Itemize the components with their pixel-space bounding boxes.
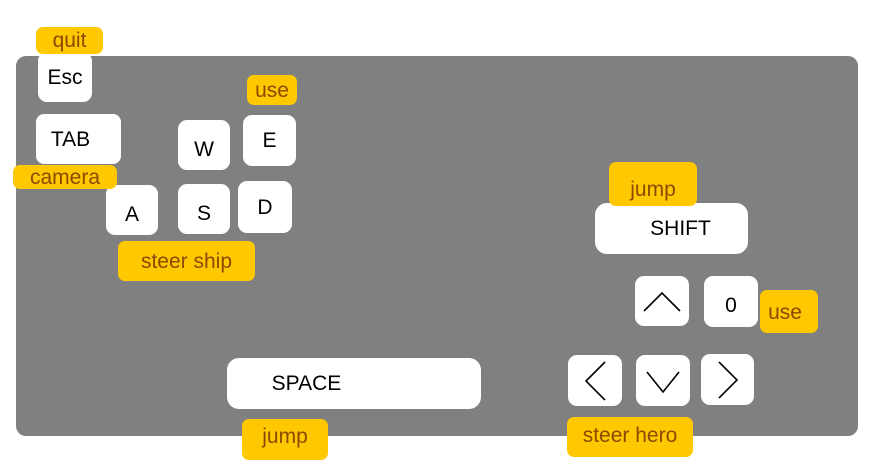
- arrow-down-icon: [646, 371, 680, 393]
- key-tab[interactable]: TAB: [36, 114, 121, 164]
- key-shift[interactable]: SHIFT: [595, 203, 748, 254]
- key-arrow-left[interactable]: [568, 355, 622, 406]
- label-steer-ship: steer ship: [118, 241, 255, 281]
- key-w-label: W: [194, 137, 214, 161]
- key-tab-label: TAB: [50, 127, 91, 151]
- key-arrow-up[interactable]: [635, 276, 689, 326]
- label-steer-hero: steer hero: [567, 417, 693, 457]
- key-e[interactable]: E: [243, 115, 296, 166]
- key-arrow-right[interactable]: [701, 354, 754, 405]
- arrow-up-icon: [643, 291, 681, 312]
- label-use-e: use: [247, 75, 297, 105]
- key-e-label: E: [262, 129, 277, 152]
- key-a-label: A: [124, 202, 139, 226]
- key-esc[interactable]: Esc: [38, 52, 92, 102]
- label-jump-space: jump: [242, 419, 328, 460]
- key-a[interactable]: A: [106, 185, 158, 235]
- label-quit: quit: [36, 27, 103, 54]
- key-zero[interactable]: 0: [704, 276, 758, 327]
- key-d-label: D: [257, 195, 273, 219]
- key-esc-label: Esc: [47, 65, 83, 89]
- label-use-zero: use: [760, 290, 818, 333]
- key-space-label: SPACE: [271, 372, 342, 395]
- arrow-right-icon: [717, 360, 738, 399]
- label-jump-shift: jump: [609, 162, 697, 206]
- key-w[interactable]: W: [178, 120, 230, 170]
- key-arrow-down[interactable]: [636, 355, 690, 406]
- key-s-label: S: [196, 201, 211, 225]
- key-zero-label: 0: [725, 294, 737, 317]
- key-s[interactable]: S: [178, 184, 230, 234]
- key-shift-label: SHIFT: [650, 217, 711, 240]
- key-space[interactable]: SPACE: [227, 358, 481, 409]
- arrow-left-icon: [584, 360, 606, 401]
- label-camera: camera: [13, 165, 117, 189]
- key-d[interactable]: D: [238, 181, 292, 233]
